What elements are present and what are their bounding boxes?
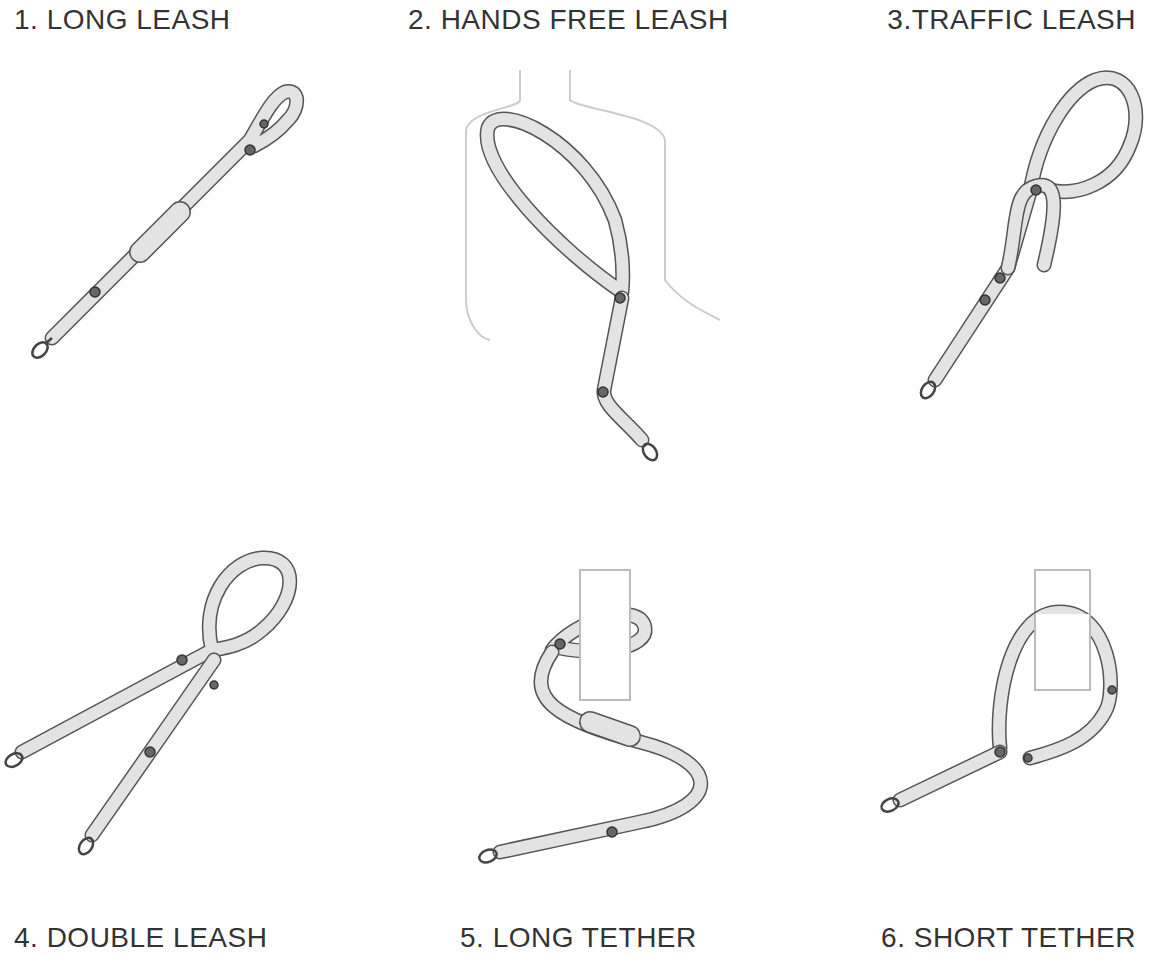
panel-caption: 4. DOUBLE LEASH bbox=[14, 924, 267, 952]
panel-caption: 3.TRAFFIC LEASH bbox=[887, 6, 1136, 34]
hands-free-figure bbox=[466, 70, 720, 463]
panel-caption: 1. LONG LEASH bbox=[14, 6, 231, 34]
panel-caption: 2. HANDS FREE LEASH bbox=[408, 6, 729, 34]
double-leash-figure bbox=[3, 558, 290, 857]
panel-caption: 5. LONG TETHER bbox=[460, 924, 697, 952]
long-tether-figure bbox=[477, 570, 700, 865]
panel-caption: 6. SHORT TETHER bbox=[881, 924, 1136, 952]
traffic-leash-figure bbox=[918, 78, 1136, 401]
short-tether-figure bbox=[879, 570, 1116, 814]
long-leash-figure bbox=[29, 91, 296, 360]
